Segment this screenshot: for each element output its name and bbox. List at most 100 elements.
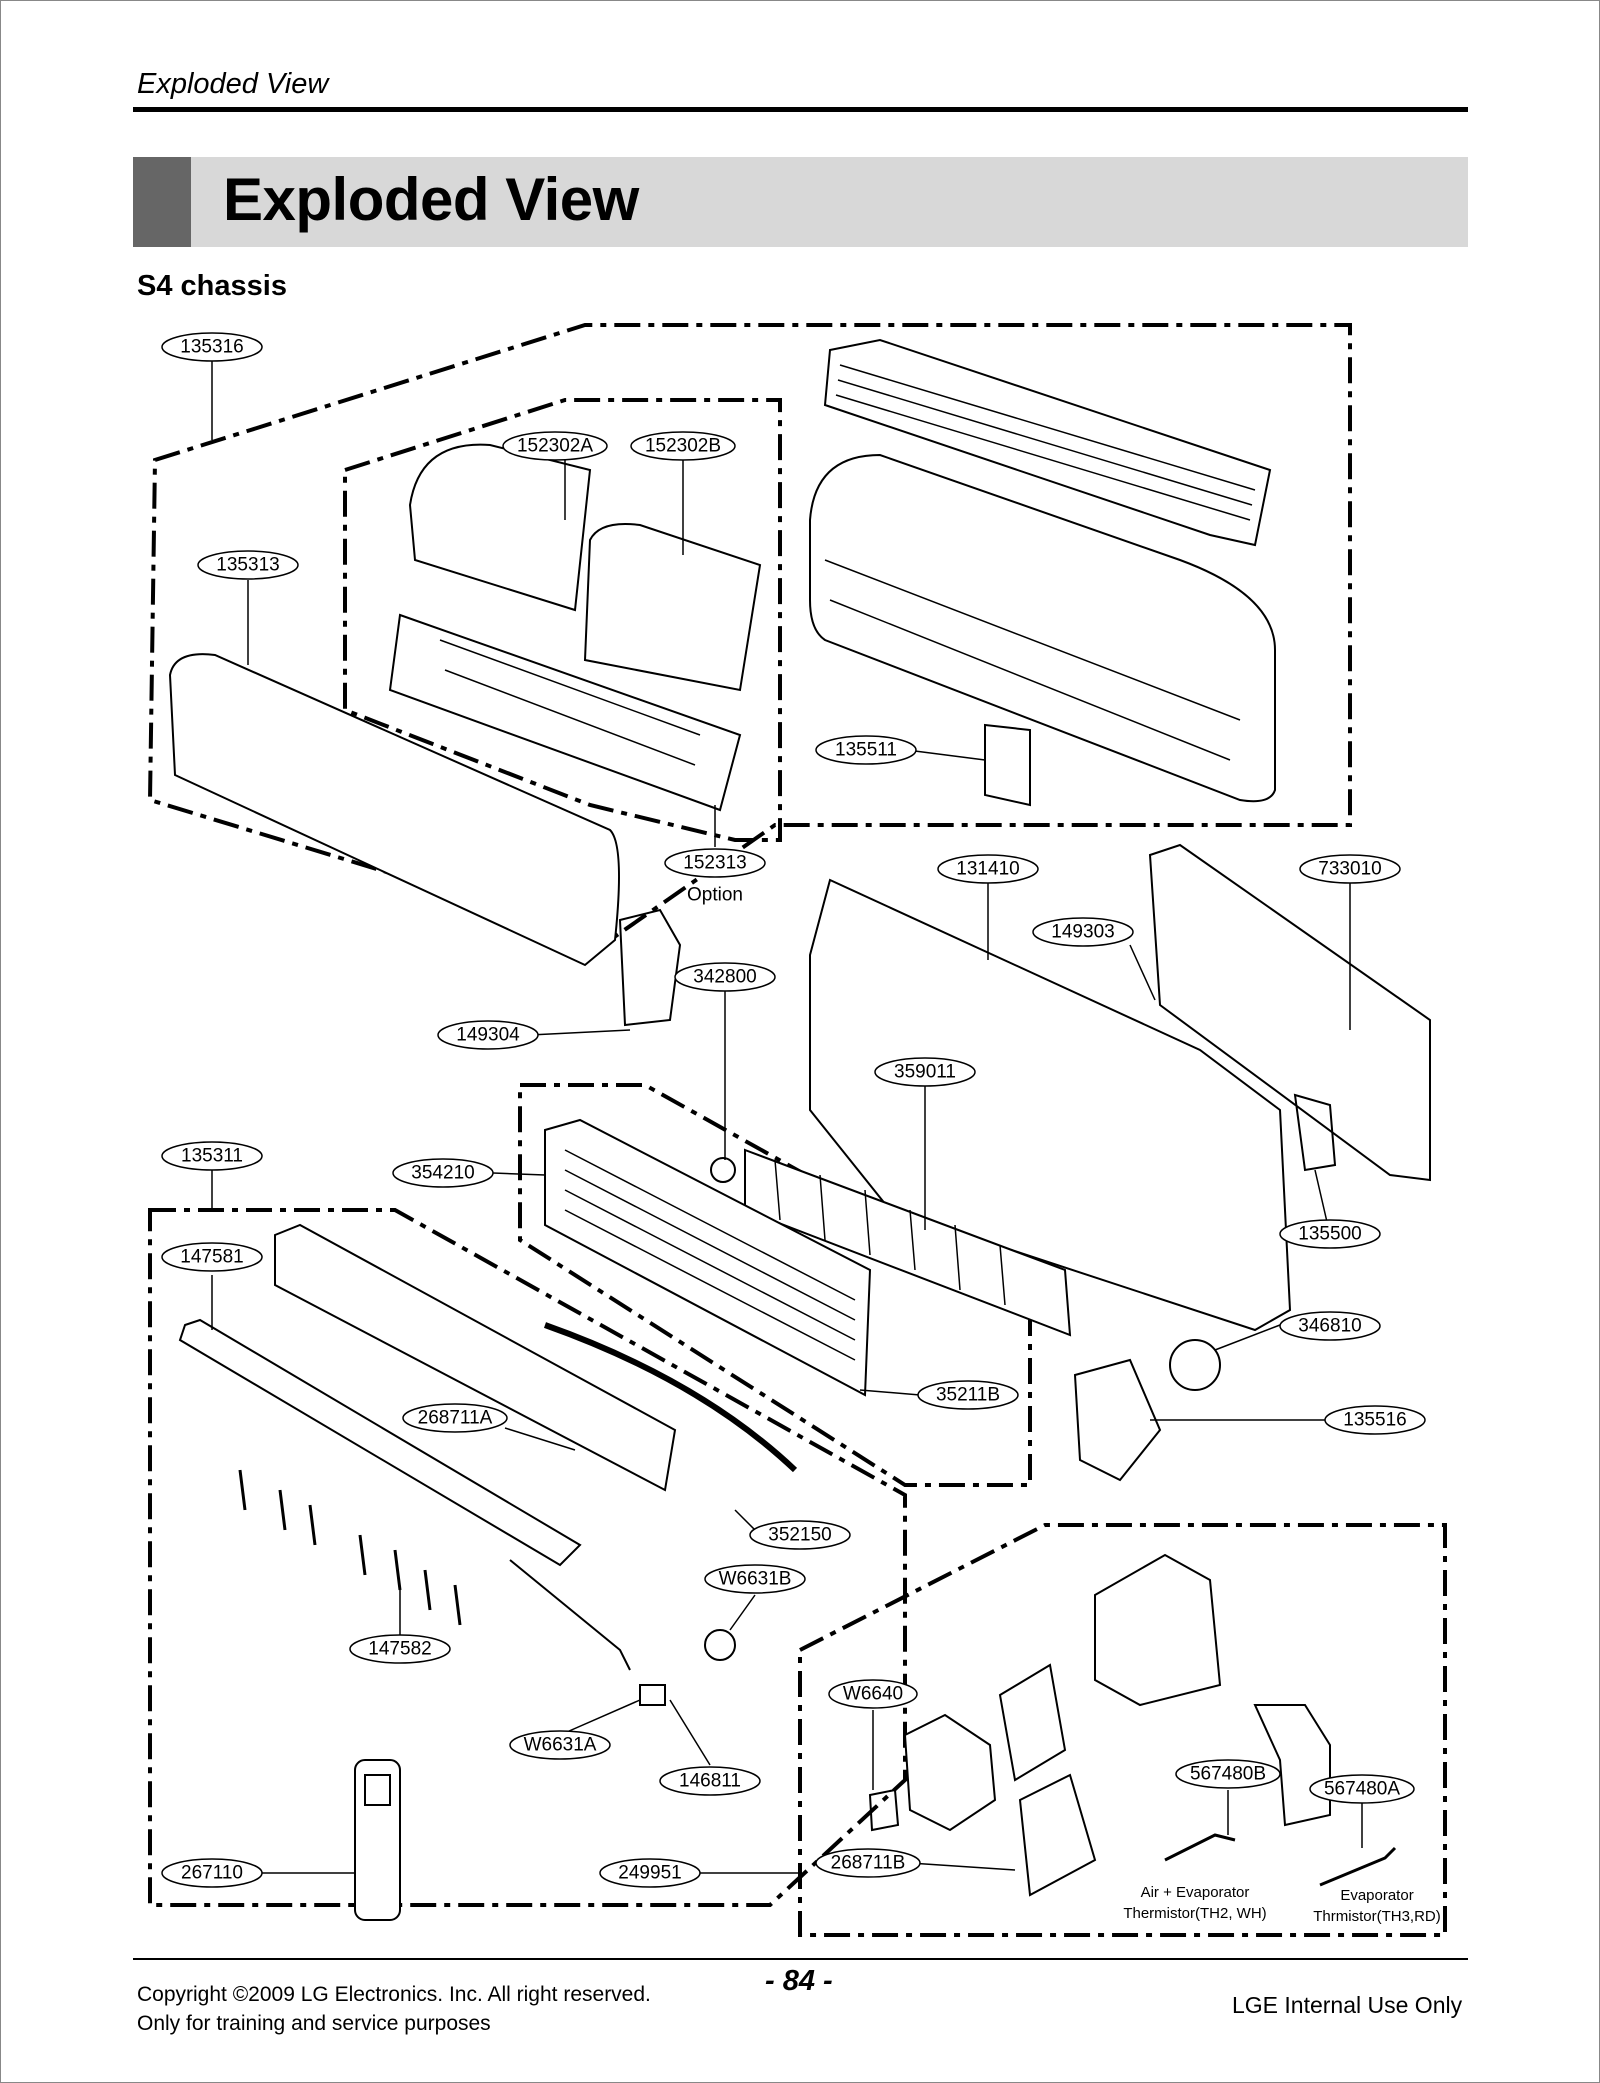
callout-147582-ellipse bbox=[349, 1634, 451, 1664]
callout-135316-ellipse bbox=[161, 332, 263, 362]
callout-135500: 135500 bbox=[1298, 1224, 1361, 1245]
callout-131410: 131410 bbox=[956, 859, 1019, 880]
front-frame bbox=[809, 453, 1276, 803]
callout-135511-ellipse bbox=[815, 735, 917, 765]
callout-268711A: 268711A bbox=[418, 1408, 493, 1429]
leader-268711B bbox=[909, 1862, 1016, 1871]
bearing-342800 bbox=[710, 1157, 736, 1183]
vanes-147582 bbox=[238, 1469, 462, 1626]
callout-131410-ellipse bbox=[937, 854, 1039, 884]
callout-W6631A: W6631A bbox=[524, 1735, 597, 1756]
callout-135500-ellipse bbox=[1279, 1219, 1381, 1249]
notes: Option Air + Evaporator Thermistor(TH2, … bbox=[687, 885, 1441, 1926]
callout-152302B: 152302B bbox=[645, 436, 721, 457]
plate-733010 bbox=[1148, 843, 1431, 1182]
note-air-evap-line2: Thermistor(TH2, WH) bbox=[1123, 1905, 1266, 1922]
header-label: Exploded View bbox=[137, 68, 329, 100]
note-evap-line2: Thrmistor(TH3,RD) bbox=[1313, 1908, 1441, 1925]
callout-567480B: 567480B bbox=[1190, 1764, 1266, 1785]
callout-labels: 135316 152302A 152302B 135313 135511 152… bbox=[180, 337, 1406, 1884]
callout-346810: 346810 bbox=[1298, 1316, 1361, 1337]
frame-ribs bbox=[824, 559, 1241, 761]
bracket-149304 bbox=[618, 908, 682, 1027]
leader-146811 bbox=[669, 1699, 711, 1766]
note-air-evap-line1: Air + Evaporator bbox=[1141, 1884, 1250, 1901]
callout-733010-ellipse bbox=[1299, 854, 1401, 884]
filter-152302A bbox=[408, 443, 592, 612]
callout-268711A-ellipse bbox=[402, 1403, 508, 1433]
callout-135316: 135316 bbox=[180, 337, 243, 358]
exploded-view-diagram: 135316 152302A 152302B 135313 135511 152… bbox=[147, 323, 1447, 1937]
callout-146811: 146811 bbox=[679, 1771, 741, 1792]
callout-354210: 354210 bbox=[411, 1163, 474, 1184]
group-evaporator bbox=[518, 1083, 1032, 1487]
callout-W6640: W6640 bbox=[843, 1684, 903, 1705]
footer-internal: LGE Internal Use Only bbox=[1232, 1992, 1463, 2018]
callout-135313: 135313 bbox=[216, 555, 279, 576]
callout-135511: 135511 bbox=[835, 740, 897, 761]
footer-copyright-block: Copyright ©2009 LG Electronics. Inc. All… bbox=[137, 1980, 651, 2038]
callout-359011: 359011 bbox=[894, 1062, 956, 1083]
callout-342800-ellipse bbox=[674, 962, 776, 992]
vane-147581 bbox=[178, 1318, 582, 1567]
callout-346810-ellipse bbox=[1279, 1311, 1381, 1341]
callout-147582: 147582 bbox=[368, 1639, 431, 1660]
remote-display bbox=[364, 1774, 391, 1806]
callout-35211B: 35211B bbox=[936, 1385, 1000, 1406]
callout-W6631B-ellipse bbox=[704, 1564, 806, 1594]
callout-149304-ellipse bbox=[437, 1020, 539, 1050]
control-shield bbox=[903, 1713, 997, 1832]
leader-346810 bbox=[1214, 1324, 1281, 1351]
stepmotor-146811 bbox=[639, 1684, 666, 1706]
grille-slats bbox=[835, 364, 1256, 521]
callout-152313: 152313 bbox=[683, 853, 746, 874]
vane-frame-147581 bbox=[274, 1223, 677, 1492]
footer-training: Only for training and service purposes bbox=[137, 2012, 491, 2035]
part-drawings bbox=[168, 338, 1431, 1921]
stepmotor-b bbox=[704, 1629, 736, 1661]
callout-268711B-ellipse bbox=[815, 1848, 921, 1878]
thermistor-567480B bbox=[1164, 1833, 1236, 1862]
page-title: Exploded View bbox=[223, 166, 639, 233]
callout-249951: 249951 bbox=[618, 1863, 681, 1884]
evap-cover bbox=[1253, 1704, 1331, 1827]
callout-352150: 352150 bbox=[768, 1525, 831, 1546]
control-case bbox=[998, 1663, 1067, 1782]
title-tab bbox=[133, 157, 191, 247]
thermistor-567480A bbox=[1319, 1846, 1397, 1887]
callout-146811-ellipse bbox=[659, 1766, 761, 1796]
callout-354210-ellipse bbox=[392, 1158, 494, 1188]
callout-135313-ellipse bbox=[197, 550, 299, 580]
control-cover bbox=[1094, 1553, 1222, 1707]
group-front-panel bbox=[147, 323, 1352, 943]
footer-copyright: Copyright ©2009 LG Electronics. Inc. All… bbox=[137, 1983, 651, 2006]
group-vanes bbox=[148, 1208, 907, 1907]
pipe-352150 bbox=[543, 1322, 798, 1473]
callout-149304: 149304 bbox=[456, 1025, 520, 1046]
callout-352150-ellipse bbox=[749, 1520, 851, 1550]
callout-135311: 135311 bbox=[181, 1146, 243, 1167]
group-boundaries bbox=[147, 323, 1447, 1937]
fan-blades bbox=[774, 1159, 1006, 1306]
drain-135500 bbox=[1293, 1093, 1337, 1172]
callout-267110-ellipse bbox=[161, 1858, 263, 1888]
callout-W6631B: W6631B bbox=[719, 1569, 792, 1590]
callout-249951-ellipse bbox=[599, 1858, 701, 1888]
leader-268711A bbox=[504, 1427, 576, 1451]
callout-135311-ellipse bbox=[161, 1141, 263, 1171]
remote-267110 bbox=[354, 1759, 401, 1921]
note-evap-line1: Evaporator bbox=[1340, 1887, 1413, 1904]
filter-frame-152313 bbox=[388, 613, 742, 812]
leader-W6631B bbox=[729, 1594, 756, 1631]
evaporator-fins bbox=[564, 1149, 856, 1361]
callout-342800: 342800 bbox=[693, 967, 756, 988]
callout-567480A-ellipse bbox=[1309, 1774, 1415, 1804]
callout-567480B-ellipse bbox=[1175, 1759, 1281, 1789]
motor-346810 bbox=[1169, 1339, 1221, 1391]
header-rule bbox=[133, 107, 1468, 112]
callout-359011-ellipse bbox=[874, 1057, 976, 1087]
callout-152302B-ellipse bbox=[630, 431, 736, 461]
callout-147581-ellipse bbox=[161, 1242, 263, 1272]
evaporator-354210 bbox=[544, 1118, 872, 1397]
group-control-box bbox=[798, 1523, 1447, 1937]
